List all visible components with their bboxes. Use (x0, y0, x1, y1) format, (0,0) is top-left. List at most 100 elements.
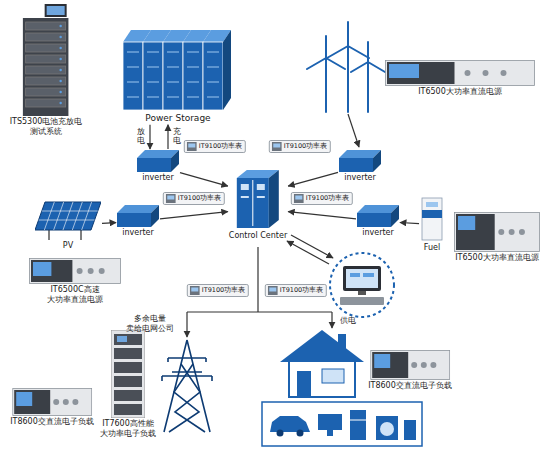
instrument-icon-part (386, 61, 535, 86)
appliances-part (277, 430, 284, 437)
inverter-box: inverter (339, 150, 381, 183)
flow-arrow (102, 222, 116, 224)
appliances-part (327, 430, 333, 436)
test-rack-icon-part (26, 77, 66, 85)
battery-storage-icon-part (187, 52, 199, 53)
meter-label: IT9100功率表 (284, 143, 327, 151)
instrument-icon-part (72, 399, 78, 405)
test-rack-icon-part (26, 66, 66, 74)
appliances-part (270, 416, 310, 432)
power-meter-icon (187, 142, 197, 151)
flow-arrow (288, 212, 356, 219)
test-rack-icon-part (45, 4, 67, 17)
battery-storage-icon-part (143, 42, 163, 110)
test-rack-icon-part (26, 88, 66, 96)
instrument-icon-part (31, 260, 72, 282)
control-cabinet-icon (235, 168, 281, 230)
bus-wires-part (331, 312, 332, 328)
power-meter-icon (190, 286, 200, 295)
wind-turbines-part (307, 36, 345, 69)
power-meter-icon-part (187, 142, 197, 151)
inverter-icon-part (117, 213, 151, 227)
node-label: Power Storage (145, 113, 210, 124)
instrument-icon-part (77, 268, 83, 274)
house (280, 330, 364, 397)
meter-box: IT9100功率表 (265, 284, 327, 297)
battery-storage-icon-part (127, 52, 139, 53)
fuel-cell-icon-part (426, 202, 438, 207)
meter-label: IT9100功率表 (202, 287, 245, 295)
computer-icon (330, 253, 394, 317)
battery-storage-icon-part (127, 97, 139, 98)
instrument-icon (454, 212, 540, 252)
test-rack-icon (23, 4, 69, 116)
battery-storage-icon-part (203, 42, 223, 110)
power-meter-icon-part (269, 288, 276, 292)
house-part (289, 361, 355, 397)
instrument-icon-part (33, 262, 51, 276)
inverter-icon-part (137, 158, 171, 172)
battery-storage-icon-part (183, 42, 203, 110)
battery-storage-icon-part (167, 52, 179, 53)
inverter-icon-part (357, 213, 391, 227)
inverter-box: inverter (357, 205, 399, 238)
flow-arrow (400, 223, 419, 224)
house-part (297, 371, 311, 397)
solar-panel-icon-part (72, 202, 82, 230)
computer-icon-part (363, 273, 374, 277)
instrument-icon-part (12, 389, 91, 416)
appliances-part (404, 420, 416, 440)
battery-storage-icon-part (147, 97, 159, 98)
instrument-icon-part (53, 399, 59, 405)
power-meter-icon (166, 194, 176, 203)
flow-arrow (288, 172, 338, 186)
wind-turbines-part (327, 22, 369, 58)
instrument-icon-part (99, 268, 105, 274)
control-center-box: Control Center (229, 168, 287, 241)
instrument-icon-part (387, 62, 455, 84)
test-rack-icon-part (26, 44, 66, 52)
test-rack-icon-part (60, 47, 62, 49)
control-cabinet-icon-part (269, 170, 279, 228)
inverter-box: inverter (117, 205, 159, 238)
power-meter-icon (272, 142, 282, 151)
node-label: inverter (344, 173, 376, 183)
wind-turbines-part (325, 58, 327, 112)
wind-wire (348, 114, 359, 147)
battery-storage-icon-part (223, 30, 231, 110)
instrument-icon-part (88, 268, 94, 274)
battery-storage-icon (123, 28, 233, 112)
meter-label: IT9100功率表 (199, 143, 242, 151)
load-rack-icon-part (114, 390, 142, 401)
test-rack-icon-part (60, 25, 62, 27)
test-rack-icon-part (26, 33, 66, 41)
load-rack-icon-part (111, 330, 145, 418)
power-meter-icon-part (191, 288, 198, 292)
battery-storage-icon-part (147, 82, 159, 83)
node-label: inverter (142, 173, 174, 183)
appliances-part (380, 422, 394, 436)
flow-arrow (160, 212, 228, 219)
instrument-icon-part (421, 362, 427, 368)
control-cabinet-icon-part (257, 184, 265, 190)
instrument-icon (29, 258, 121, 284)
instrument-icon-part (509, 229, 515, 235)
power-meter-icon-part (167, 196, 174, 200)
power-meter-icon-part (188, 144, 195, 148)
control-cabinet-icon-part (241, 184, 249, 190)
house-part (280, 330, 364, 362)
node-label: IT8600交直流电子负载 (10, 417, 94, 427)
battery-storage-icon-part (147, 52, 159, 53)
computer-icon-part (340, 297, 384, 305)
battery-storage-icon-part (207, 82, 219, 83)
instrument-icon-part (16, 392, 32, 406)
power-meter-icon-part (294, 194, 304, 203)
computer-icon-part (350, 273, 360, 277)
control-cabinet-icon-part (257, 196, 265, 198)
meter-label: IT9100功率表 (178, 195, 221, 203)
computer-icon-part (358, 291, 366, 295)
computer-icon-part (330, 253, 394, 317)
node-label: Control Center (229, 231, 287, 241)
edge-label: 放电 (137, 128, 145, 146)
